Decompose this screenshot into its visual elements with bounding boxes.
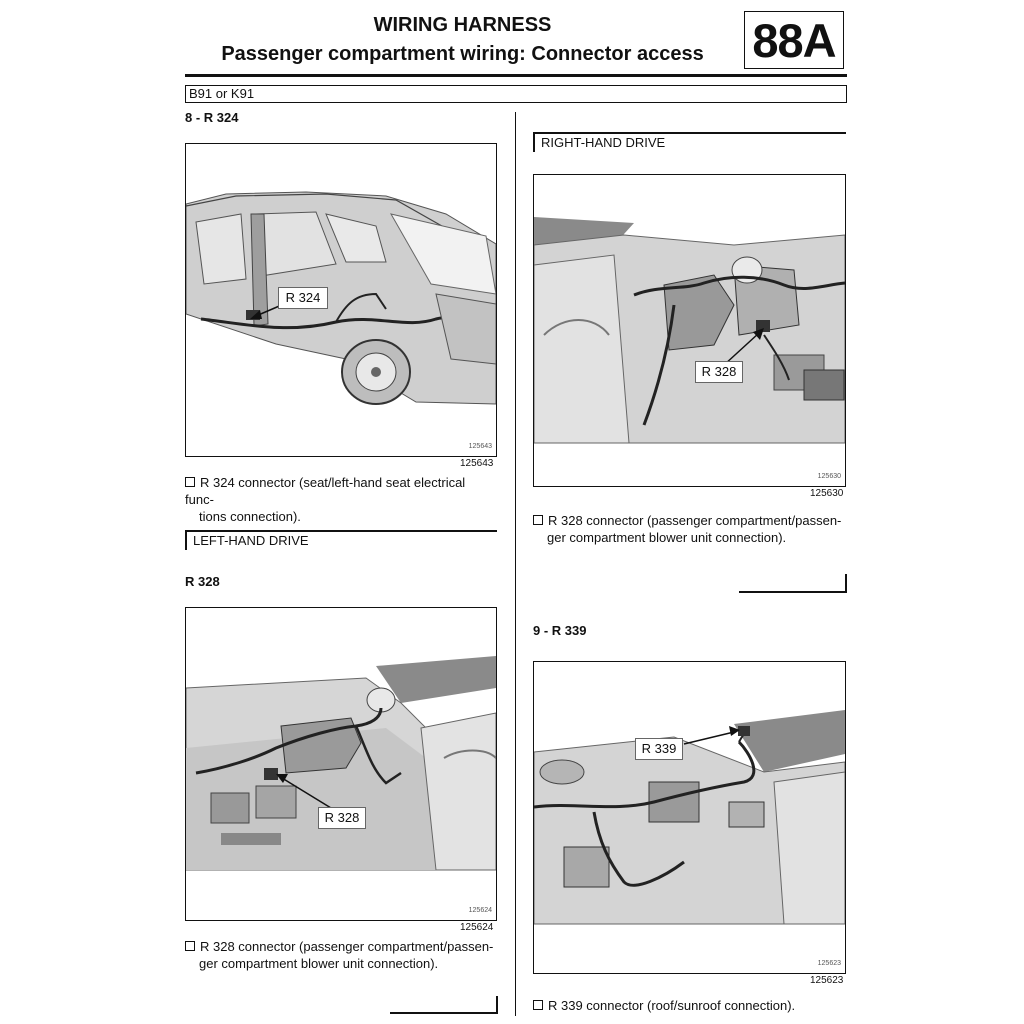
column-divider [515, 112, 516, 1016]
header-rule [185, 74, 847, 77]
figure-number: 125623 [810, 975, 844, 986]
section-number-badge: 88A [744, 11, 844, 69]
caption-r339: R 339 connector (roof/sunroof connection… [533, 997, 846, 1014]
figure-callout-label: R 339 [635, 738, 683, 760]
dashboard-rhd-illustration [534, 175, 845, 486]
figure-number-small: 125630 [817, 473, 841, 480]
checkbox-bullet-icon [533, 515, 543, 525]
checkbox-bullet-icon [185, 941, 195, 951]
figure-callout-label: R 328 [318, 807, 366, 829]
section-end-mark [390, 996, 498, 1014]
checkbox-bullet-icon [533, 1000, 543, 1010]
figure-r324: R 324 125643 [185, 143, 497, 457]
figure-callout-label: R 328 [695, 361, 743, 383]
dashboard-lhd-illustration [186, 608, 496, 920]
section-end-mark [739, 574, 847, 593]
item-8-heading: 8 - R 324 [185, 110, 239, 125]
figure-number: 125643 [460, 458, 494, 469]
page-title: WIRING HARNESS [373, 14, 552, 36]
figure-r328-rhd: R 328 125630 [533, 174, 846, 487]
item-9-heading: 9 - R 339 [533, 623, 587, 638]
figure-number: 125624 [460, 922, 494, 933]
dashboard-roof-illustration [534, 662, 845, 973]
r328-heading: R 328 [185, 574, 220, 589]
caption-r328-lhd: R 328 connector (passenger compartment/p… [185, 938, 497, 972]
figure-number-small: 125624 [468, 907, 492, 914]
right-hand-drive-heading: RIGHT-HAND DRIVE [533, 132, 846, 152]
caption-r328-rhd: R 328 connector (passenger compartment/p… [533, 512, 846, 546]
car-side-illustration [186, 144, 496, 456]
figure-number-small: 125623 [817, 960, 841, 967]
figure-callout-label: R 324 [278, 287, 328, 309]
page-subtitle: Passenger compartment wiring: Connector … [221, 43, 704, 65]
figure-number-small: 125643 [468, 443, 492, 450]
caption-r324: R 324 connector (seat/left-hand seat ele… [185, 475, 466, 524]
figure-r328-lhd: R 328 125624 [185, 607, 497, 921]
figure-r339: R 339 125623 [533, 661, 846, 974]
vehicle-applicability: B91 or K91 [185, 85, 847, 103]
left-hand-drive-heading: LEFT-HAND DRIVE [185, 530, 497, 550]
checkbox-bullet-icon [185, 477, 195, 487]
figure-number: 125630 [810, 488, 844, 499]
